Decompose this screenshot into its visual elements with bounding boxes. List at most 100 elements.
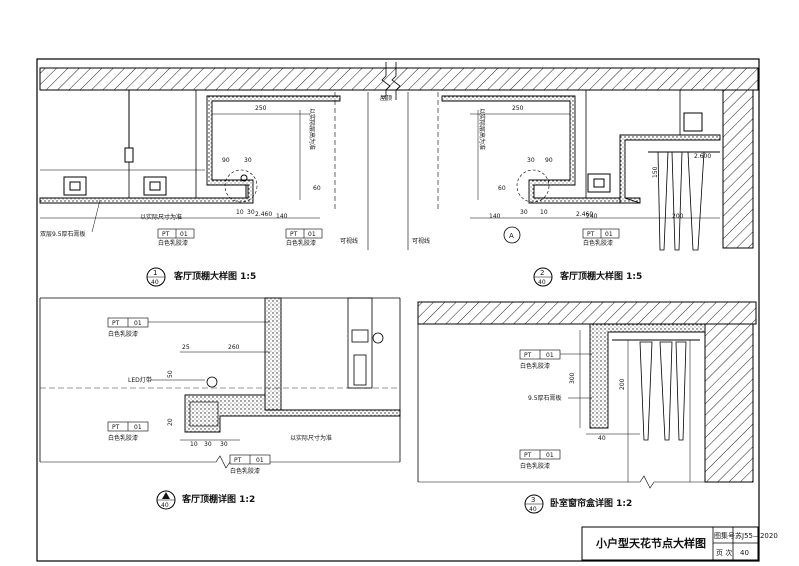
pt-tag-5: PT 01 白色乳胶漆 xyxy=(107,421,149,442)
sheet-frame xyxy=(36,58,760,562)
paint-label: 白色乳胶漆 xyxy=(108,434,138,442)
detail-title: 客厅顶棚大样图 1:5 xyxy=(559,270,642,282)
dim-260: 260 xyxy=(228,344,240,351)
detail-sheet: 40 xyxy=(538,279,546,286)
pt-tag-4: PT 01 白色乳胶漆 xyxy=(107,317,270,338)
pt-code: PT xyxy=(112,424,120,431)
actual-size-label-2: 以实际尺寸为准 xyxy=(290,434,332,442)
dim-250-a: 250 xyxy=(255,105,267,112)
pt-code: PT xyxy=(524,352,532,359)
detail-title: 卧室窗帘盒详图 1:2 xyxy=(550,497,632,509)
dim-300: 300 xyxy=(569,372,576,384)
actual-size-label: 以实际尺寸为准 xyxy=(140,213,182,221)
detail-num: 1 xyxy=(153,269,157,277)
dim-140-b: 140 xyxy=(489,213,501,220)
sight-line-label-b: 可视线 xyxy=(412,237,430,245)
dim-2460-a: 2.460 xyxy=(255,211,272,218)
atlas-label: 图集号 xyxy=(714,531,735,540)
pt-tag-2: PT 01 白色乳胶漆 xyxy=(285,228,323,247)
dim-10-b: 10 xyxy=(540,209,548,216)
detail2-recess xyxy=(441,90,721,251)
dim-30-d: 30 xyxy=(520,209,528,216)
page-value: 40 xyxy=(740,549,749,557)
paint-label: 白色乳胶漆 xyxy=(230,467,260,475)
detail1-recess xyxy=(39,90,341,204)
detail-3-label: 3 40 卧室窗帘盒详图 1:2 xyxy=(524,494,632,514)
actual-height-label-a: 以实际层高为准 xyxy=(308,108,316,150)
dim-30-c: 30 xyxy=(527,157,535,164)
break-line xyxy=(391,62,401,100)
dim-60-b: 60 xyxy=(498,185,506,192)
lower-right-panel: PT 01 白色乳胶漆 9.5厚石膏板 PT 01 白色乳胶漆 300 200 … xyxy=(417,301,757,514)
paint-label: 白色乳胶漆 xyxy=(583,239,613,247)
pt-number: 01 xyxy=(134,424,142,431)
roof-label: 屋顶 xyxy=(380,95,392,102)
pt-tag-1: PT 01 白色乳胶漆 xyxy=(157,228,195,247)
pt-number: 01 xyxy=(546,352,554,359)
pt-number: 01 xyxy=(134,320,142,327)
detail-num: 3 xyxy=(531,496,535,504)
section-marker-a: A xyxy=(503,226,521,244)
dim-50: 50 xyxy=(167,370,174,378)
paint-label: 白色乳胶漆 xyxy=(108,330,138,338)
title-block: 小户型天花节点大样图 图集号 苏J55—2020 页 次 40 xyxy=(581,526,778,561)
pt-code: PT xyxy=(112,320,120,327)
pt-number: 01 xyxy=(180,231,188,238)
detail-1-label: 1 40 客厅顶棚大样图 1:5 xyxy=(146,267,256,287)
lower-left-panel: PT 01 白色乳胶漆 PT 01 白色乳胶漆 PT 01 白色乳胶漆 LED灯… xyxy=(39,297,401,510)
dim-140-a: 140 xyxy=(276,213,288,220)
dim-250-b: 250 xyxy=(512,105,524,112)
actual-height-label-b: 以实际层高为准 xyxy=(478,108,486,150)
pt-number: 01 xyxy=(605,231,613,238)
paint-label: 白色乳胶漆 xyxy=(286,239,316,247)
detail-title: 客厅顶棚详图 1:2 xyxy=(181,493,255,505)
dim-200-b: 200 xyxy=(619,378,626,390)
detail-sheet: 40 xyxy=(151,279,159,286)
dim-150: 150 xyxy=(652,166,659,178)
led-label: LED灯带 xyxy=(128,376,152,384)
detail-num: 2 xyxy=(540,269,544,277)
dim-90-a: 90 xyxy=(222,157,230,164)
dim-30-a: 30 xyxy=(244,157,252,164)
dim-40: 40 xyxy=(598,435,606,442)
double-gypsum-label: 双层9.5厚石膏板 xyxy=(40,230,86,238)
drawing-title: 小户型天花节点大样图 xyxy=(595,536,706,550)
ceiling-slab xyxy=(39,67,759,91)
dim-30-e: 30 xyxy=(204,441,212,448)
pt-tag-7: PT 01 白色乳胶漆 xyxy=(519,349,592,370)
dim-200: 200 xyxy=(672,213,684,220)
right-wall xyxy=(722,89,754,249)
dim-2460-b: 2.460 xyxy=(576,211,593,218)
pt-number: 01 xyxy=(546,452,554,459)
svg-text:A: A xyxy=(509,232,514,240)
pt-tag-3: PT 01 白色乳胶漆 xyxy=(582,228,620,247)
pt-tag-8: PT 01 白色乳胶漆 xyxy=(519,449,561,470)
break-line xyxy=(381,62,391,100)
pt-code: PT xyxy=(162,231,170,238)
pt-number: 01 xyxy=(256,457,264,464)
dim-10-c: 10 xyxy=(190,441,198,448)
pt-code: PT xyxy=(234,457,242,464)
dim-25: 25 xyxy=(182,344,190,351)
pt-code: PT xyxy=(524,452,532,459)
atlas-value: 苏J55—2020 xyxy=(735,531,778,540)
detail-sheet: 40 xyxy=(529,506,537,513)
paint-label: 白色乳胶漆 xyxy=(158,239,188,247)
detail-sheet: 40 xyxy=(161,502,169,509)
paint-label: 白色乳胶漆 xyxy=(520,462,550,470)
detail-lower-left-label: 40 客厅顶棚详图 1:2 xyxy=(156,490,255,510)
pt-code: PT xyxy=(587,231,595,238)
dim-20: 20 xyxy=(167,418,174,426)
pt-code: PT xyxy=(290,231,298,238)
dim-60-a: 60 xyxy=(313,185,321,192)
dim-90-b: 90 xyxy=(545,157,553,164)
dim-240: 240 xyxy=(586,213,598,220)
top-panel: 250 90 30 60 2.460 140 10 30 以实际层高为准 250… xyxy=(39,62,759,287)
detail-title: 客厅顶棚大样图 1:5 xyxy=(173,270,256,282)
paint-label: 白色乳胶漆 xyxy=(520,362,550,370)
dim-30-f: 30 xyxy=(220,441,228,448)
page-label: 页 次 xyxy=(716,548,732,557)
detail-2-label: 2 40 客厅顶棚大样图 1:5 xyxy=(533,267,642,287)
pt-tag-6: PT 01 白色乳胶漆 xyxy=(229,454,271,475)
dim-30-b: 30 xyxy=(247,209,255,216)
